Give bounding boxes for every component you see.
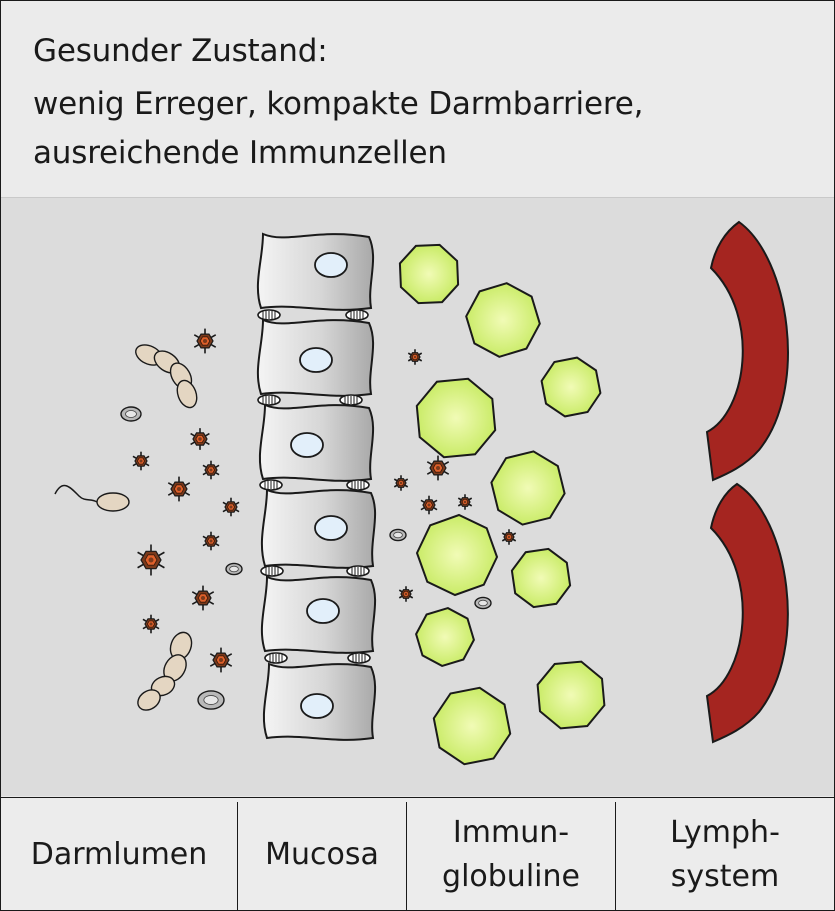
label-line-1: Immun- [452, 814, 570, 850]
epithelial-cell [258, 403, 375, 482]
label-immunglobuline: Immun- globuline [407, 798, 615, 910]
tight-junction-icon [259, 479, 283, 491]
virus-icon [137, 544, 165, 576]
virus-icon [407, 349, 423, 365]
virus-icon [191, 585, 215, 611]
column-divider [237, 802, 238, 910]
immunoglobulin-icon [540, 356, 602, 418]
virus-icon [457, 494, 473, 510]
virus-icon [142, 614, 160, 634]
spore-icon [389, 528, 407, 542]
spore-icon [120, 406, 142, 422]
column-divider [406, 802, 407, 910]
virus-icon [193, 328, 217, 354]
nucleus-icon [314, 252, 348, 278]
title-panel: Gesunder Zustand: wenig Erreger, kompakt… [1, 1, 834, 198]
spore-icon [474, 596, 492, 610]
mucosa-cells [256, 232, 377, 741]
label-darmlumen: Darmlumen [1, 798, 237, 910]
tight-junction-icon [346, 565, 370, 577]
spore-icon [225, 562, 243, 576]
virus-icon [420, 495, 438, 515]
immunoglobulin-icon [415, 513, 499, 597]
nucleus-icon [299, 347, 333, 373]
immunoglobulin-icon [510, 547, 572, 609]
virus-icon [190, 428, 210, 450]
immunoglobulin-icon [415, 377, 497, 459]
diagram-canvas [54, 220, 789, 766]
tight-junction-icon [257, 309, 281, 321]
epithelial-cell [256, 318, 375, 397]
virus-icon [202, 460, 220, 480]
title-line-3: ausreichende Immunzellen [33, 135, 447, 171]
immunoglobulin-icon [490, 450, 566, 526]
lymph-vessel-icon [705, 220, 789, 482]
label-lymphsystem: Lymph- system [616, 798, 834, 910]
label-mucosa: Mucosa [238, 798, 406, 910]
virus-icon [132, 451, 150, 471]
immunoglobulin-icon [536, 660, 606, 730]
epithelial-cell [260, 575, 377, 654]
tight-junction-icon [257, 394, 281, 406]
label-line-1: Lymph- [670, 814, 780, 850]
epithelial-cell [260, 488, 377, 569]
label-line-2: system [670, 858, 780, 894]
tight-junction-icon [264, 652, 288, 664]
column-labels: Darmlumen Mucosa Immun- globuline Lymph-… [1, 797, 834, 910]
virus-icon [202, 531, 220, 551]
nucleus-icon [314, 515, 348, 541]
lymph-vessels [705, 220, 789, 744]
virus-icon [209, 647, 233, 673]
tight-junction-icon [347, 652, 371, 664]
immunoglobulins [398, 243, 606, 766]
virus-icon [398, 586, 414, 602]
immunoglobulin-icon [432, 686, 512, 766]
immunoglobulin-icon [398, 243, 460, 305]
nucleus-icon [290, 432, 324, 458]
title-line-1: Gesunder Zustand: [33, 33, 328, 69]
epithelial-cell [262, 662, 377, 741]
virus-icon [426, 455, 450, 481]
nucleus-icon [300, 693, 334, 719]
tight-junction-icon [345, 309, 369, 321]
label-line-1: Mucosa [265, 836, 379, 872]
bacterium-icon [176, 379, 198, 409]
tight-junction-icon [260, 565, 284, 577]
spore-icon [197, 690, 225, 710]
bacterium-icon [137, 689, 161, 711]
label-line-2: globuline [442, 858, 580, 894]
tight-junction-icon [339, 394, 363, 406]
column-divider [615, 802, 616, 910]
immunoglobulin-icon [465, 282, 541, 358]
label-line-1: Darmlumen [30, 836, 208, 872]
immunoglobulin-icon [415, 607, 475, 667]
flagellated-bacterium-icon [54, 484, 130, 512]
virus-icon [393, 475, 409, 491]
title-line-2: wenig Erreger, kompakte Darmbarriere, [33, 86, 644, 122]
virus-icon [167, 476, 191, 502]
nucleus-icon [306, 598, 340, 624]
diagram-panel [1, 198, 834, 796]
tight-junction-icon [346, 479, 370, 491]
lymph-vessel-icon [705, 482, 789, 744]
epithelial-cell [256, 232, 375, 311]
virus-icon [222, 497, 240, 517]
virus-icon [501, 529, 517, 545]
lumen-microbes [54, 328, 517, 711]
